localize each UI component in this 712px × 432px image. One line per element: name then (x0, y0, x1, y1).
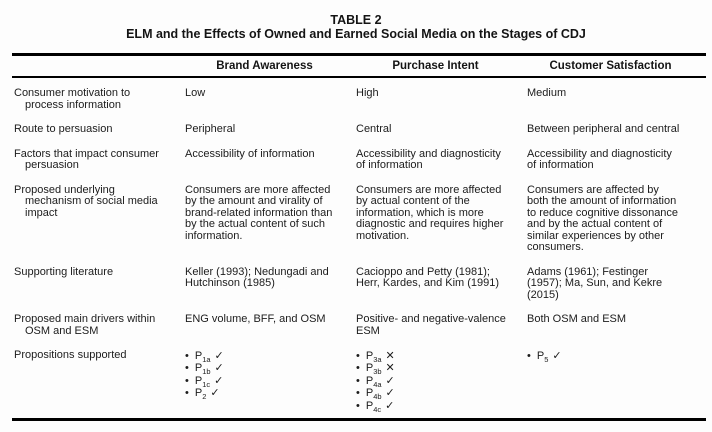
proposition-symbol: P1b (194, 362, 211, 377)
bullet-icon: • (356, 399, 360, 412)
row-label: Proposed main drivers within OSM and ESM (14, 313, 156, 337)
table-row: Route to persuasion Peripheral Central Betw… (14, 123, 706, 136)
proposition-symbol: P4c (365, 399, 382, 414)
proposition-symbol: P1a (194, 350, 211, 365)
table-cell: High (356, 87, 379, 99)
table-cell: Positive- and negative-valence ESM (356, 313, 506, 337)
table-row: Supporting literature Keller (1993); Nedu… (14, 265, 706, 302)
bullet-icon: • (185, 350, 189, 362)
table-cell: Consumers are more affected by actual co… (356, 183, 504, 242)
row-label: Propositions supported (14, 349, 127, 361)
proposition-item: • P3b✕ (356, 362, 517, 377)
table-cell: Accessibility and diagnosticity of infor… (356, 147, 501, 171)
bullet-icon: • (356, 374, 360, 387)
column-header-empty (14, 60, 185, 72)
table-row: Consumer motivation to process informati… (14, 87, 706, 111)
proposition-item: • P1a✓ (185, 350, 346, 365)
bullet-icon: • (356, 350, 360, 362)
check-icon: ✓ (385, 399, 395, 412)
table-cell: Between peripheral and central (527, 123, 680, 135)
table-cell: Consumers are affected by both the amoun… (527, 183, 679, 253)
proposition-item: • P4a✓ (356, 374, 517, 389)
check-icon: ✓ (214, 362, 224, 375)
table-cell: Cacioppo and Petty (1981); Herr, Kardes,… (356, 265, 500, 289)
check-icon: ✓ (385, 374, 395, 387)
proposition-item: • P4b✓ (356, 387, 517, 402)
row-label: Proposed underlying mechanism of social … (14, 183, 158, 219)
row-label: Factors that impact consumer persuasion (14, 147, 159, 171)
proposition-item: • P5✓ (527, 350, 696, 365)
proposition-item: • P3a✕ (356, 350, 517, 365)
table-title-text: ELM and the Effects of Owned and Earned … (126, 27, 586, 41)
table-cell: Peripheral (185, 123, 236, 135)
bullet-icon: • (356, 362, 360, 375)
row-label: Consumer motivation to process informati… (14, 87, 131, 111)
check-icon: ✓ (214, 374, 224, 387)
table-cell: • P5✓ (527, 350, 706, 412)
table: Brand Awareness Purchase Intent Customer… (12, 53, 706, 422)
table-row: Propositions supported•P1a✓•P1b✓•P1c✓•P2… (14, 349, 706, 414)
proposition-symbol: P3a (365, 350, 382, 365)
table-caption: TABLE 2 ELM and the Effects of Owned and… (0, 13, 712, 41)
bullet-icon: • (527, 350, 531, 362)
cross-icon: ✕ (385, 350, 395, 362)
table-cell: ENG volume, BFF, and OSM (185, 313, 326, 325)
cross-icon: ✕ (385, 362, 395, 375)
table-cell: • P3a✕ • P3b✕ • P4a✓ • P4b✓ • P4c✓ (356, 350, 527, 414)
row-label: Route to persuasion (14, 123, 113, 135)
table-cell: Central (356, 123, 392, 135)
table-row: Proposed underlying mechanism of social … (14, 183, 706, 254)
table-cell: •P1a✓•P1b✓•P1c✓•P2✓ (185, 350, 356, 412)
column-header-customer-satisfaction: Customer Satisfaction (549, 60, 672, 72)
column-header-brand-awareness: Brand Awareness (216, 60, 313, 72)
proposition-symbol: P5 (536, 350, 549, 365)
table-cell: Adams (1961); Festinger (1957); Ma, Sun,… (527, 265, 663, 301)
table-cell: Accessibility of information (185, 147, 315, 160)
table-cell: Consumers are more affected by the amoun… (185, 183, 333, 242)
proposition-symbol: P3b (365, 362, 382, 377)
table-body: Consumer motivation to process informati… (12, 78, 706, 418)
proposition-symbol: P2 (194, 387, 207, 402)
bullet-icon: • (185, 374, 189, 387)
bullet-icon: • (185, 362, 189, 375)
column-header-purchase-intent: Purchase Intent (392, 60, 479, 72)
bullet-icon: • (356, 387, 360, 400)
proposition-symbol: P4b (365, 387, 382, 402)
table-row: Factors that impact consumer persuasion A… (14, 147, 706, 172)
check-icon: ✓ (210, 387, 220, 400)
table-cell: Keller (1993); Nedungadi and Hutchinson … (185, 265, 329, 289)
table-cell: Both OSM and ESM (527, 313, 627, 325)
table-number: TABLE 2 (330, 13, 382, 27)
proposition-item: • P4c✓ (356, 399, 517, 414)
table-cell: Medium (527, 87, 567, 99)
check-icon: ✓ (385, 387, 395, 400)
proposition-symbol: P4a (365, 374, 382, 389)
check-icon: ✓ (214, 350, 224, 362)
check-icon: ✓ (552, 350, 562, 362)
proposition-item: • P2✓ (185, 387, 346, 402)
table-cell: Accessibility and diagnosticity of infor… (527, 147, 672, 171)
table-header-row: Brand Awareness Purchase Intent Customer… (12, 56, 706, 78)
table-row: Proposed main drivers within OSM and ESM… (14, 313, 706, 337)
row-label: Supporting literature (14, 265, 114, 278)
table-cell: Low (185, 87, 206, 99)
proposition-item: • P1c✓ (185, 374, 346, 389)
proposition-item: • P1b✓ (185, 362, 346, 377)
proposition-symbol: P1c (194, 374, 211, 389)
bullet-icon: • (185, 387, 189, 400)
